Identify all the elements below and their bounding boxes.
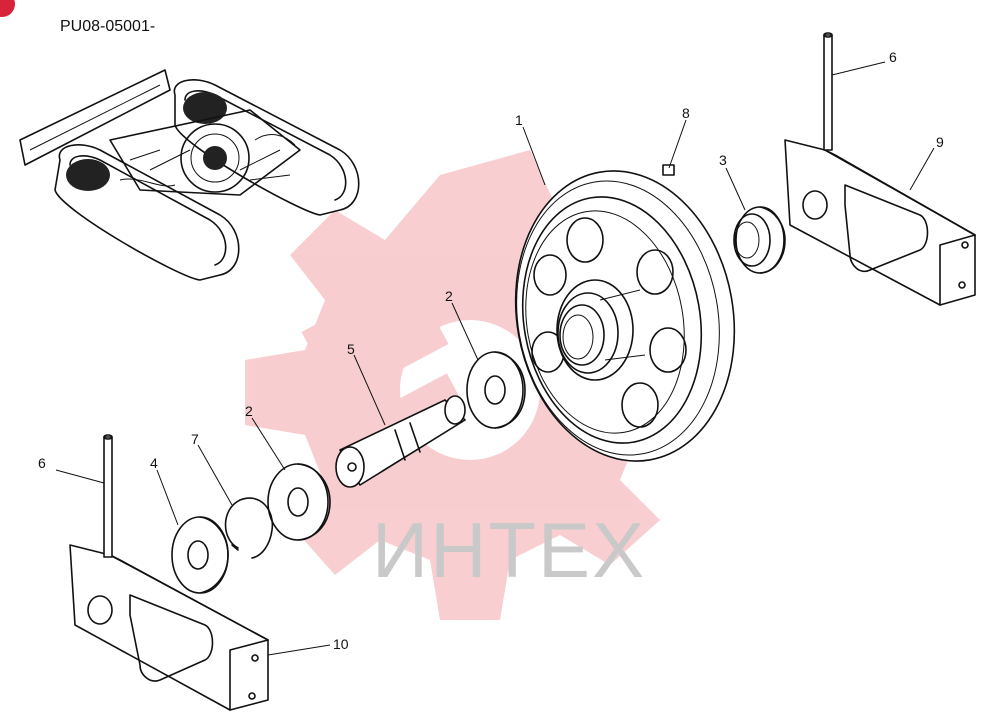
- spacer-ring-middle: [466, 351, 526, 429]
- callout-5: 5: [347, 341, 355, 357]
- callout-3: 3: [719, 152, 727, 168]
- callout-1: 1: [515, 112, 523, 128]
- leader-lines: [55, 61, 935, 656]
- callout-6-lower: 6: [38, 455, 46, 471]
- pin-upper: [823, 32, 833, 151]
- seal-collar: [733, 206, 786, 274]
- snap-ring: [224, 497, 274, 559]
- callout-4: 4: [150, 455, 158, 471]
- callout-labels: 1 8 3 6 9 2 5 2 7 4 6 10: [38, 49, 944, 652]
- spacer-ring-lower: [267, 463, 331, 541]
- right-bracket: [784, 139, 976, 306]
- left-bracket: [69, 544, 269, 711]
- red-circle-icon: [0, 0, 15, 17]
- undercarriage-illustration: [19, 69, 360, 281]
- watermark-text: ИНТЕХ: [372, 506, 646, 594]
- callout-2-middle: 2: [445, 288, 453, 304]
- shaft: [335, 395, 466, 488]
- callout-10: 10: [333, 636, 349, 652]
- callout-7: 7: [191, 431, 199, 447]
- plug-part: [662, 164, 675, 176]
- callout-6-upper: 6: [889, 49, 897, 65]
- collar-lower: [171, 516, 229, 594]
- pin-lower: [103, 434, 113, 558]
- callout-8: 8: [682, 105, 690, 121]
- callout-2-lower: 2: [245, 403, 253, 419]
- idler-wheel: [514, 170, 736, 462]
- reference-code: PU08-05001-: [60, 18, 155, 35]
- callout-9: 9: [936, 134, 944, 150]
